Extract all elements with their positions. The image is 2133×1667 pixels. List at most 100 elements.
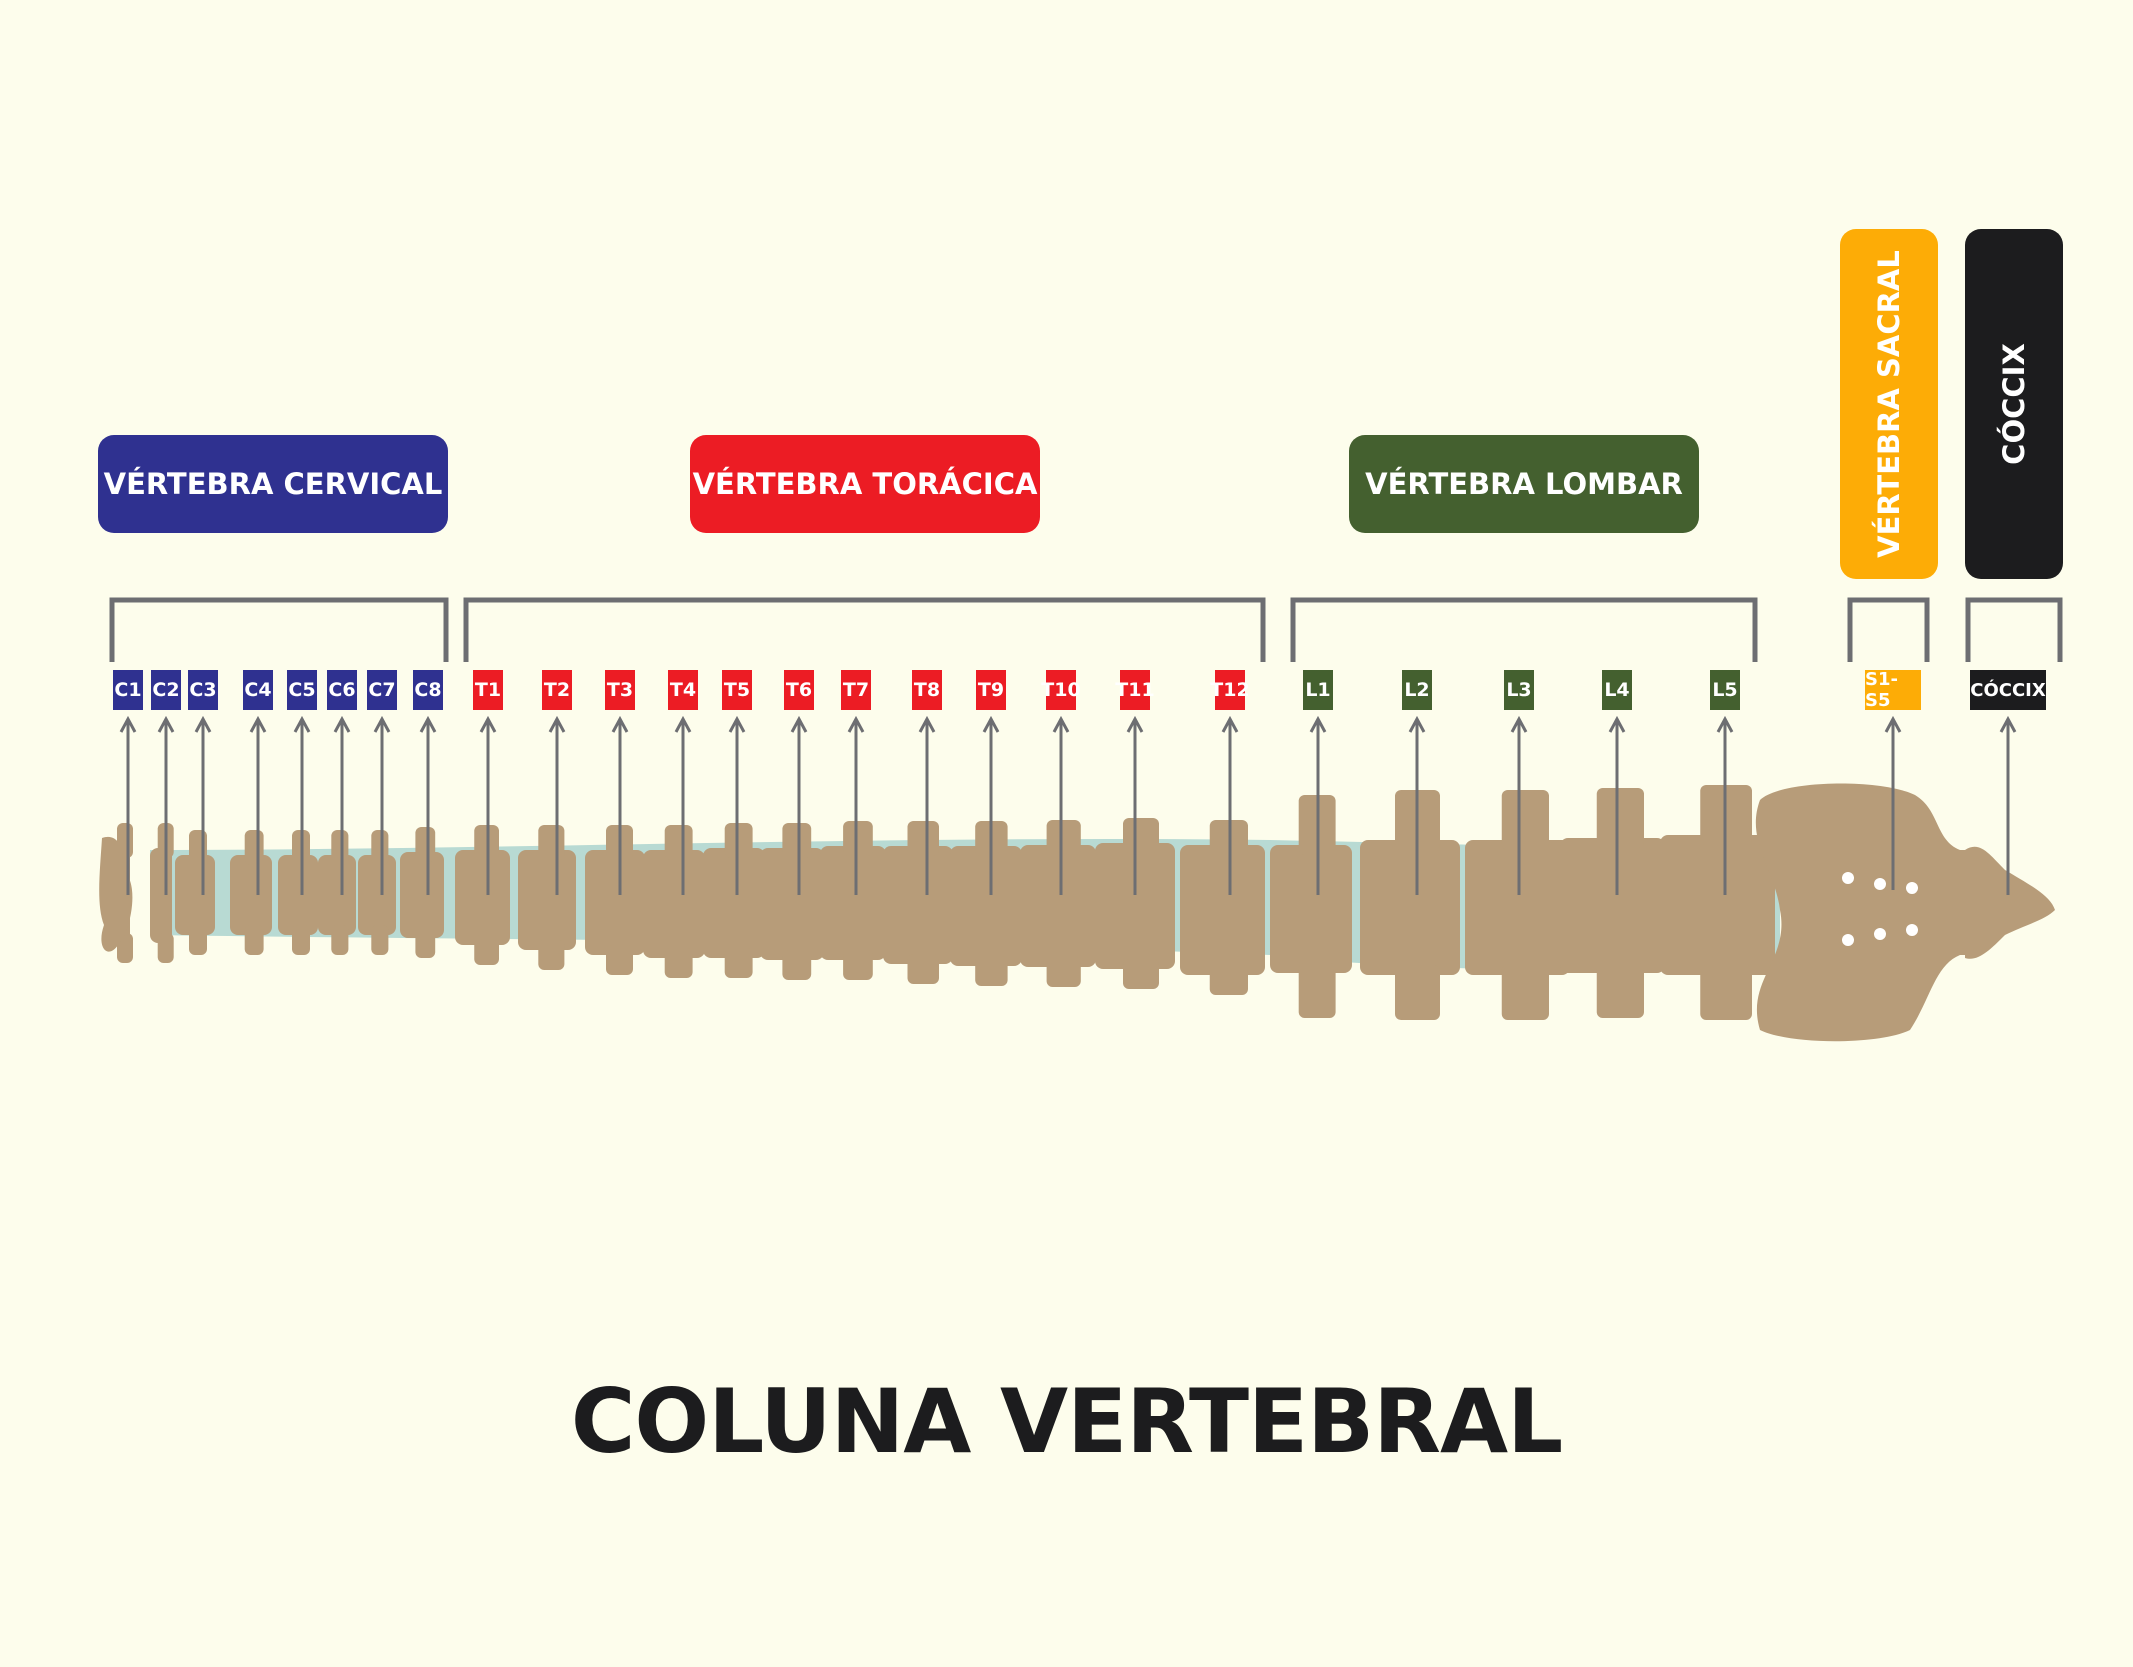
vertebral-body — [643, 850, 705, 958]
spinous-process — [244, 830, 264, 865]
bracket-coccix — [1965, 597, 2063, 662]
arrow-head — [847, 715, 865, 733]
sacral-foramen — [1842, 934, 1854, 946]
arrow-head — [479, 715, 497, 733]
vertebra-tag-c5: C5 — [287, 670, 317, 710]
transverse-process — [1501, 965, 1549, 1020]
transverse-process — [244, 925, 264, 955]
transverse-process — [474, 935, 499, 965]
region-label-text: VÉRTEBRA CERVICAL — [103, 467, 443, 501]
region-label-text: VÉRTEBRA SACRAL — [1872, 250, 1906, 558]
vertebra-tag-c3: C3 — [188, 670, 218, 710]
vertebra-tag-t4: T4 — [668, 670, 698, 710]
vertebra-tag-c6: C6 — [327, 670, 357, 710]
vertebra-tag-l2: L2 — [1402, 670, 1432, 710]
vertebral-body — [820, 846, 886, 960]
transverse-process — [606, 945, 633, 975]
vertebral-body — [1180, 845, 1265, 975]
vertebral-body — [1270, 845, 1352, 973]
vertebra-tag-t11: T11 — [1115, 670, 1155, 710]
arrow-head — [119, 715, 137, 733]
arrow-head — [1608, 715, 1626, 733]
spinous-process — [331, 830, 349, 865]
vertebra-tag-c2: C2 — [151, 670, 181, 710]
transverse-process — [1046, 957, 1081, 987]
spinous-process — [1046, 820, 1081, 855]
transverse-process — [724, 948, 753, 978]
region-label-text: CÓCCIX — [1997, 343, 2031, 465]
arrow-head — [1408, 715, 1426, 733]
vertebral-body — [175, 855, 215, 935]
sacral-foramen — [1906, 882, 1918, 894]
arrow-head — [548, 715, 566, 733]
sacral-foramen — [1874, 878, 1886, 890]
arrow-head — [333, 715, 351, 733]
vertebra-tag-t3: T3 — [605, 670, 635, 710]
transverse-process — [782, 950, 812, 980]
vertebral-body — [150, 848, 172, 943]
arrow-head — [157, 715, 175, 733]
arrow-head — [1884, 715, 1902, 733]
arrow-head — [293, 715, 311, 733]
vertebra-tag-c8: C8 — [413, 670, 443, 710]
sacral-foramen — [1906, 924, 1918, 936]
arrow-head — [1309, 715, 1327, 733]
spinous-process — [907, 821, 939, 856]
vertebral-body — [278, 855, 318, 935]
arrow-head — [728, 715, 746, 733]
arrow-head — [373, 715, 391, 733]
vertebral-body — [585, 850, 645, 955]
vertebra-tag-t5: T5 — [722, 670, 752, 710]
arrow-head — [1221, 715, 1239, 733]
vertebra-tag-s1-s5: S1-S5 — [1865, 669, 1921, 711]
transverse-process — [1395, 965, 1440, 1020]
arrow-head — [611, 715, 629, 733]
vertebra-tag-l3: L3 — [1504, 670, 1534, 710]
arrow-head — [249, 715, 267, 733]
vertebra-tag-t10: T10 — [1041, 670, 1081, 710]
vertebral-body — [455, 850, 510, 945]
vertebra-tag-c7: C7 — [367, 670, 397, 710]
arrow-head — [1999, 715, 2017, 733]
vertebral-body — [1660, 835, 1775, 975]
coccyx-bone — [1965, 846, 2055, 959]
region-label-text: VÉRTEBRA TORÁCICA — [692, 467, 1038, 501]
spinous-process — [1123, 818, 1159, 853]
arrow-head — [1510, 715, 1528, 733]
vertebra-tag-c4: C4 — [243, 670, 273, 710]
vertebral-body — [1095, 843, 1175, 969]
vertebral-body — [1360, 840, 1460, 975]
region-label-text: VÉRTEBRA LOMBAR — [1365, 467, 1683, 501]
spinous-process — [782, 823, 812, 858]
vertebral-body — [1020, 845, 1096, 967]
region-label-cervical: VÉRTEBRA CERVICAL — [98, 435, 448, 533]
vertebra-tag-c1: C1 — [113, 670, 143, 710]
spinous-process — [664, 825, 693, 860]
arrow-head — [674, 715, 692, 733]
vertebra-tag-t6: T6 — [784, 670, 814, 710]
diagram-title: COLUNA VERTEBRAL — [570, 1370, 1563, 1473]
transverse-process — [843, 950, 873, 980]
sacrum — [1755, 783, 1975, 1042]
vertebral-body — [518, 850, 576, 950]
arrow-head — [790, 715, 808, 733]
transverse-process — [189, 925, 207, 955]
vertebral-body — [230, 855, 272, 935]
spinous-process — [724, 823, 753, 858]
transverse-process — [975, 956, 1008, 986]
transverse-process — [538, 940, 565, 970]
vertebra-tag-t2: T2 — [542, 670, 572, 710]
vertebral-body — [1560, 838, 1665, 973]
vertebral-body — [358, 855, 396, 935]
arrow-head — [1126, 715, 1144, 733]
arrow-head — [419, 715, 437, 733]
transverse-process — [292, 925, 310, 955]
arrow-head — [1716, 715, 1734, 733]
spinous-process — [538, 825, 565, 860]
transverse-process — [331, 925, 349, 955]
region-label-sacral: VÉRTEBRA SACRAL — [1840, 229, 1938, 579]
vertebra-tag-t9: T9 — [976, 670, 1006, 710]
transverse-process — [1700, 965, 1752, 1020]
vertebral-body — [400, 852, 444, 938]
